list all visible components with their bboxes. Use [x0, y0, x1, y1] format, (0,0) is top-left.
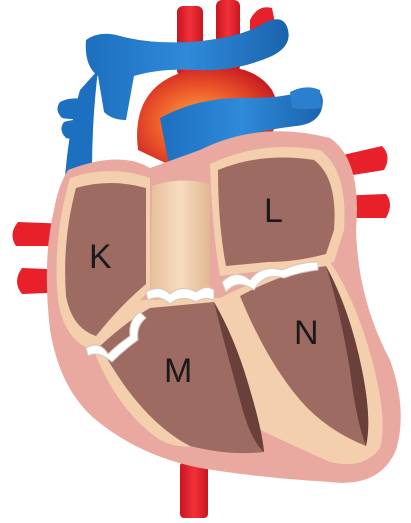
label-k: K [89, 238, 112, 276]
label-n: N [294, 314, 319, 352]
septum-column [150, 180, 210, 298]
inferior-vessel [180, 462, 208, 518]
label-l: L [264, 192, 283, 230]
label-m: M [164, 352, 192, 390]
